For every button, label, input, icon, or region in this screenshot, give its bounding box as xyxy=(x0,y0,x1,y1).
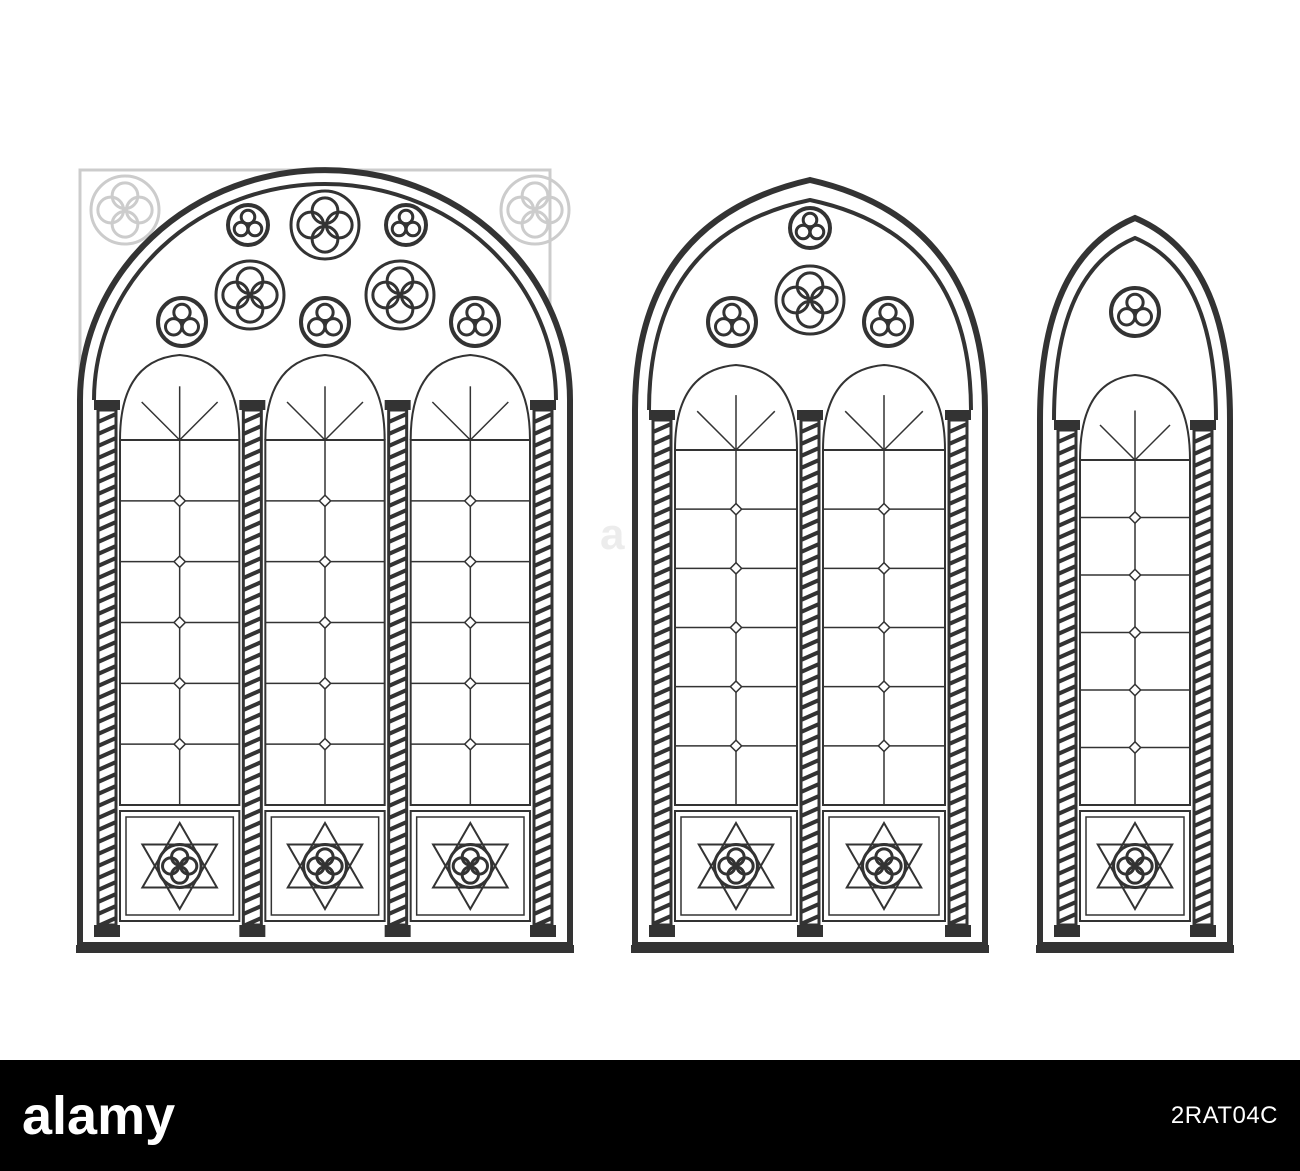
alamy-logo-text: alamy xyxy=(22,1088,175,1146)
window-sill xyxy=(631,945,989,953)
twisted-column xyxy=(530,400,556,937)
quatrefoil-ornament xyxy=(302,843,348,889)
decorative-panel xyxy=(674,810,798,922)
trefoil-ornament xyxy=(862,296,914,348)
decorative-panel xyxy=(119,810,241,922)
faint-quatrefoil-ornament xyxy=(89,174,161,246)
trefoil-ornament xyxy=(706,296,758,348)
leaded-glass-grid xyxy=(1079,459,1191,806)
narrow-lancet-window xyxy=(1036,214,1234,953)
trefoil-ornament xyxy=(156,296,208,348)
trefoil-ornament xyxy=(1109,286,1161,338)
watermark-bar: alamy 2RAT04C xyxy=(0,1060,1300,1171)
twisted-column xyxy=(1054,420,1080,937)
inner-arch xyxy=(92,182,558,401)
twisted-column xyxy=(797,410,823,937)
twisted-column xyxy=(1190,420,1216,937)
twisted-column xyxy=(94,400,120,937)
leaded-glass-grid xyxy=(264,439,386,806)
quatrefoil-ornament xyxy=(156,843,203,889)
twisted-column xyxy=(239,400,266,937)
decorative-panel xyxy=(264,810,386,922)
window-sill xyxy=(76,945,574,953)
quatrefoil-ornament xyxy=(1112,843,1158,889)
leaded-glass-grid xyxy=(674,449,798,806)
faint-quatrefoil-ornament xyxy=(499,174,571,246)
trefoil-ornament xyxy=(788,206,832,250)
decorative-panel xyxy=(822,810,946,922)
image-id: 2RAT04C xyxy=(1170,1102,1278,1129)
quatrefoil-ornament xyxy=(289,189,361,261)
window-sill xyxy=(1036,945,1234,953)
decorative-panel xyxy=(1079,810,1191,922)
twisted-column xyxy=(945,410,971,937)
illustration-canvas xyxy=(76,167,1234,953)
quatrefoil-ornament xyxy=(447,843,494,889)
inner-arch xyxy=(1052,235,1218,421)
twisted-column xyxy=(649,410,675,937)
trefoil-ornament xyxy=(299,296,351,348)
leaded-glass-grid xyxy=(409,439,531,806)
medium-pointed-arch-window xyxy=(631,176,989,953)
alamy-logo: alamy xyxy=(22,1088,175,1146)
gothic-windows-artwork xyxy=(76,167,1234,953)
quatrefoil-ornament xyxy=(713,843,759,889)
quatrefoil-ornament xyxy=(364,259,436,331)
trefoil-ornament xyxy=(449,296,501,348)
decorative-panel xyxy=(409,810,531,922)
trefoil-ornament xyxy=(384,203,428,247)
quatrefoil-ornament xyxy=(774,264,846,336)
quatrefoil-ornament xyxy=(861,843,907,889)
wide-round-arch-window xyxy=(76,167,574,953)
trefoil-ornament xyxy=(226,203,270,247)
leaded-glass-grid xyxy=(119,439,241,806)
twisted-column xyxy=(384,400,411,937)
quatrefoil-ornament xyxy=(214,259,286,331)
inner-arch xyxy=(647,197,973,411)
leaded-glass-grid xyxy=(822,449,946,806)
